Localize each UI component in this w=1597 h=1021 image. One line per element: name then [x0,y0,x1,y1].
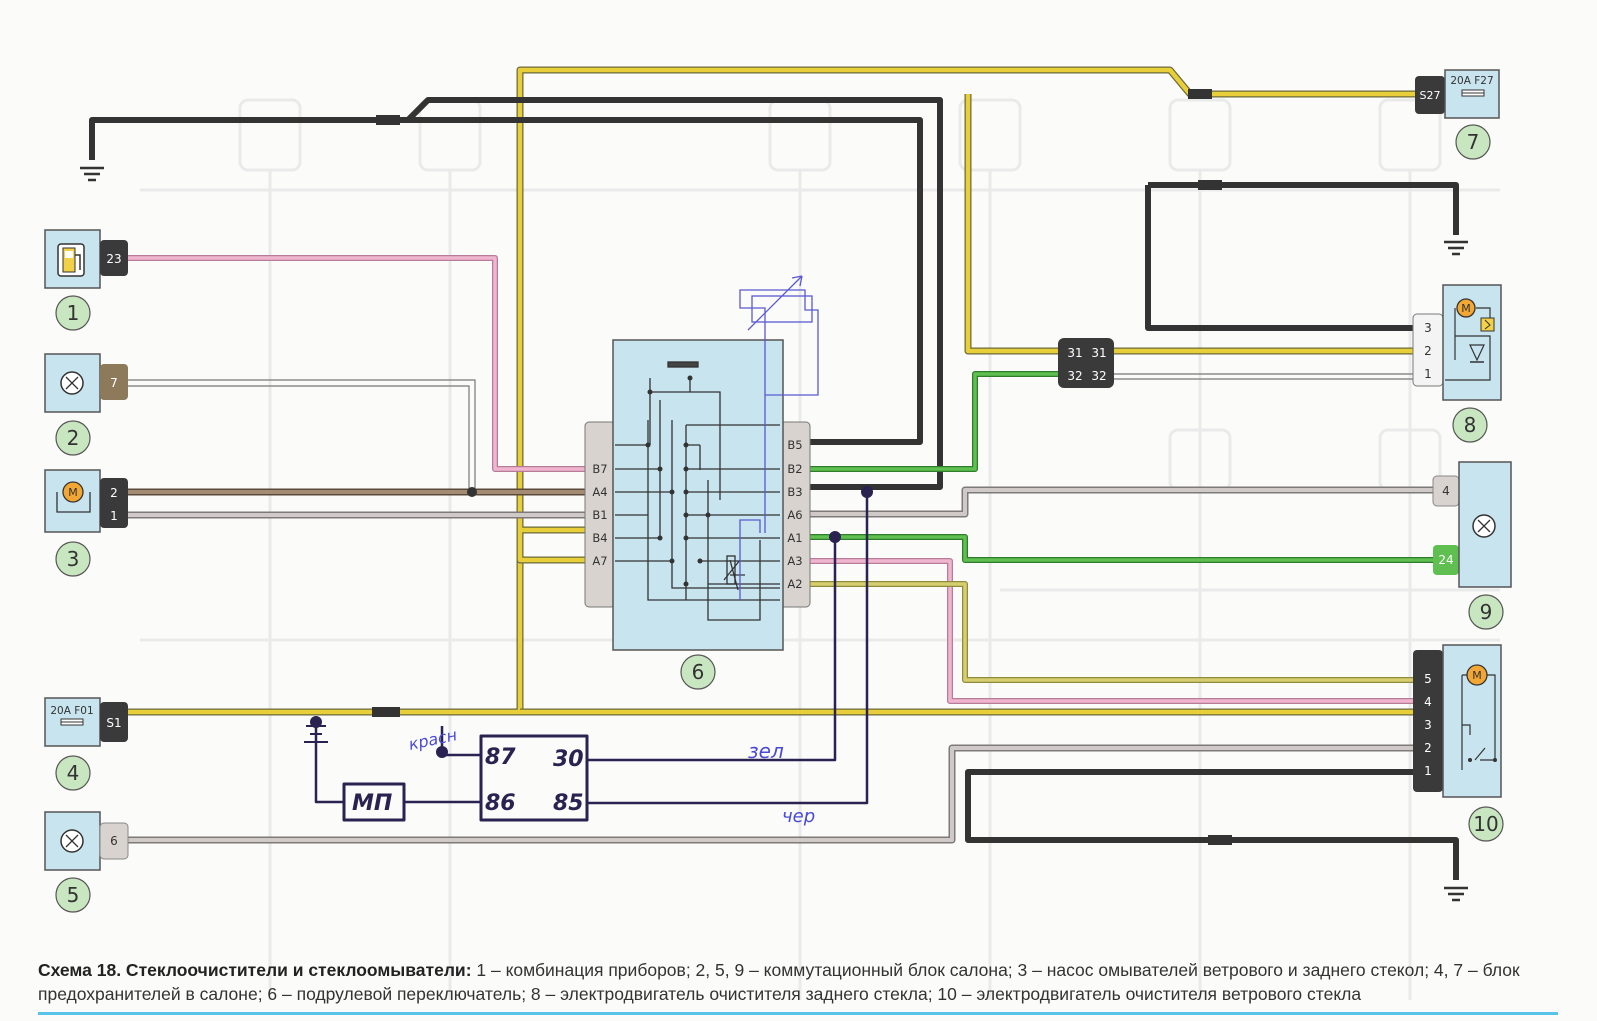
component-4-fuse: 20A F01 [50,705,93,717]
component-10-pin: 1 [1424,764,1432,778]
switch-right-pin: B2 [787,462,802,476]
component-10-pin: 4 [1424,695,1432,709]
relay-pin-87: 87 [485,745,516,770]
component-8-number: 8 [1464,413,1477,437]
label-zel: зел [748,739,784,763]
component-2-pin: 7 [110,376,118,390]
motor-icon: M [1461,664,1497,770]
component-5-pin: 6 [110,834,118,848]
caption-text: 1 – комбинация приборов; 2, 5, 9 – комму… [38,960,1520,1004]
component-9-pin: 24 [1438,553,1453,567]
component-7-pin: S27 [1420,89,1441,102]
ground-icon [80,166,104,182]
svg-text:32: 32 [1067,369,1082,383]
component-10-pin: 2 [1424,741,1432,755]
bottom-rule [38,1012,1558,1015]
caption-title: Схема 18. Стеклоочистители и стеклоомыва… [38,960,472,980]
switch-left-pin: B1 [592,508,607,522]
component-4-pin: S1 [106,716,121,730]
wire-white [127,373,1415,492]
fuse-icon [60,718,84,726]
component-1-number: 1 [67,301,80,325]
component-8-rear-wiper-motor: M 3 2 1 8 [1412,284,1502,443]
svg-text:M: M [1472,669,1482,682]
component-9-pin: 4 [1442,484,1450,498]
wire-green [805,371,1435,563]
component-7-fuse: 20A F27 [1450,75,1493,87]
component-3-pin: 2 [110,486,118,500]
switch-right-pin: B5 [787,438,802,452]
component-8-pin: 2 [1424,344,1432,358]
component-8-pin: 3 [1424,321,1432,335]
component-3-number: 3 [67,547,80,571]
component-10-pin: 5 [1424,672,1432,686]
component-8-pin: 1 [1424,367,1432,381]
switch-left-pin: A7 [592,554,607,568]
component-2-number: 2 [67,426,80,450]
splice-marks [372,89,1232,845]
background-ghost [140,98,1500,1000]
handwritten-dots [310,486,873,758]
switch-left-pin: A4 [592,485,607,499]
component-4-fuse-block: 20A F01 S1 4 [44,697,128,791]
label-cher: чер [782,806,815,827]
fuse-icon [1461,89,1485,97]
handwritten-relay-circuit [304,492,869,822]
component-9-switch-block: 4 24 9 [1432,461,1512,630]
component-4-number: 4 [67,761,80,785]
handwritten-resistor [739,275,819,600]
switch-right-pin: A3 [787,554,802,568]
component-6-steering-switch: B7 A4 B1 B4 A7 B5 B2 B3 A6 A1 A3 A2 6 [584,339,811,690]
handwritten-labels: 87 30 86 85 МП красн зел чер [352,725,815,827]
wire-pink [127,255,1415,704]
switch-left-pin: B4 [592,531,607,545]
svg-text:M: M [68,486,78,499]
svg-text:32: 32 [1091,369,1106,383]
component-2-switch-block: 7 2 [44,353,128,456]
component-10-pin: 3 [1424,718,1432,732]
connector-31-32: 31 31 32 32 [1058,338,1114,388]
diagram-caption: Схема 18. Стеклоочистители и стеклоомыва… [38,958,1578,1006]
wire-gray [127,486,1435,844]
component-5-switch-block: 6 5 [44,811,129,913]
component-1-pin: 23 [106,252,121,266]
motor-icon: M [56,481,91,513]
wire-black-ground [89,97,1459,880]
mp-label: МП [352,791,392,816]
svg-text:31: 31 [1091,346,1106,360]
component-3-washer-pump: M 2 1 3 [44,469,128,577]
svg-text:31: 31 [1067,346,1082,360]
switch-contact-dots [645,375,711,587]
component-10-number: 10 [1473,812,1498,836]
fuel-pump-icon [57,243,85,277]
svg-text:M: M [1461,302,1471,315]
component-7-number: 7 [1467,130,1480,154]
switch-block-icon [60,829,84,853]
ground-icon [1444,240,1468,256]
component-1-instrument-cluster: 23 1 [44,229,128,331]
relay-pin-30: 30 [553,747,584,772]
switch-right-pin: B3 [787,485,802,499]
motor-icon: M [1445,298,1495,381]
relay-pin-85: 85 [553,791,584,816]
component-7-fuse-block: S27 20A F27 7 [1415,69,1500,160]
switch-right-pin: A2 [787,577,802,591]
switch-right-pin: A6 [787,508,802,522]
component-5-number: 5 [67,883,80,907]
relay-pin-86: 86 [485,791,516,816]
component-3-pin: 1 [110,509,118,523]
switch-block-icon [60,371,84,395]
component-10-windshield-wiper-motor: M 5 4 3 2 1 10 [1413,644,1504,842]
switch-left-pin: B7 [592,462,607,476]
switch-block-icon [1472,514,1496,538]
wire-yellow-main [127,66,1415,716]
ground-icon [1444,886,1468,902]
switch-right-pin: A1 [787,531,802,545]
component-9-number: 9 [1480,600,1493,624]
wire-olive [805,581,1415,683]
component-6-number: 6 [692,660,705,684]
